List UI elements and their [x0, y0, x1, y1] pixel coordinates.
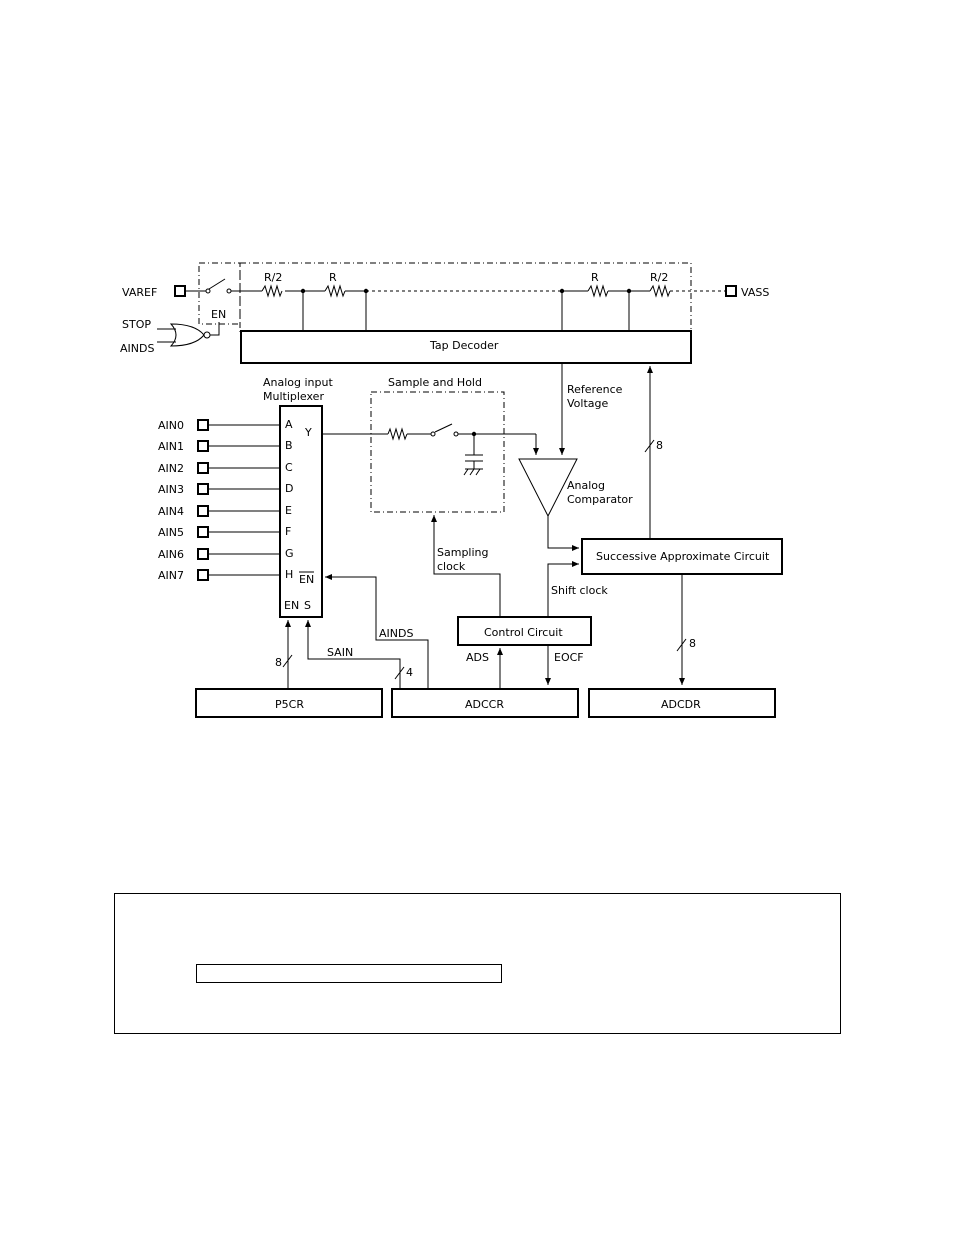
ain-pin: [197, 526, 209, 538]
mux-input-port: D: [285, 482, 293, 495]
vass-label: VASS: [741, 286, 769, 299]
mux-input-port: G: [285, 547, 294, 560]
ain-pin: [197, 462, 209, 474]
sampling-label-1: Sampling: [437, 546, 489, 559]
en-switch-label: EN: [211, 308, 226, 321]
ain-pin: [197, 483, 209, 495]
mux-y-port: Y: [304, 426, 312, 439]
mux-input-port: H: [285, 568, 293, 581]
resistor-r2-right-label: R/2: [650, 271, 668, 284]
varef-label: VAREF: [122, 286, 157, 299]
sample-hold-switch: [434, 423, 453, 433]
mux-input-port: F: [285, 525, 291, 538]
ain-row: AIN5 F: [158, 525, 291, 539]
ainds-gate-label: AINDS: [120, 342, 154, 355]
sain-label: SAIN: [327, 646, 353, 659]
ain-pin: [197, 505, 209, 517]
bus-width-tap: 8: [656, 439, 663, 452]
resistor-r2-left-label: R/2: [264, 271, 282, 284]
mux-input-port: E: [285, 504, 292, 517]
resistor-r-right: [587, 284, 609, 298]
resistor-r-left-label: R: [329, 271, 337, 284]
reference-label-2: Voltage: [567, 397, 608, 410]
ain-label: AIN5: [158, 526, 184, 539]
ain-row: AIN2 C: [158, 461, 293, 475]
mux-en-port: EN: [284, 599, 299, 612]
varef-pin: [174, 285, 186, 297]
shift-clock-label: Shift clock: [551, 584, 608, 597]
ads-label: ADS: [466, 651, 489, 664]
resistor-ladder-frame: [239, 262, 692, 333]
varef-switch-contact: [205, 288, 211, 294]
sample-hold-resistor: [387, 427, 408, 441]
ain-label: AIN0: [158, 419, 184, 432]
ain-label: AIN6: [158, 548, 184, 561]
adcdr-box: [588, 688, 776, 718]
mux-title-1: Analog input: [263, 376, 333, 389]
ain-label: AIN2: [158, 462, 184, 475]
p5cr-label: P5CR: [275, 698, 304, 711]
resistor-r2-right: [649, 284, 671, 298]
varef-switch-blade: [208, 278, 226, 290]
stop-label: STOP: [122, 318, 151, 331]
eocf-label: EOCF: [554, 651, 584, 664]
adccr-box: [391, 688, 579, 718]
mux-input-port: C: [285, 461, 293, 474]
ain-label: AIN3: [158, 483, 184, 496]
comparator-label-1: Analog: [567, 479, 605, 492]
mux-title-2: Multiplexer: [263, 390, 324, 403]
adccr-label: ADCCR: [465, 698, 504, 711]
note-field: [196, 964, 502, 983]
ain-label: AIN1: [158, 440, 184, 453]
resistor-r2-left: [261, 284, 283, 298]
sampling-label-2: clock: [437, 560, 466, 573]
ain-pin: [197, 419, 209, 431]
ain-row: AIN0 A: [158, 418, 293, 432]
ain-row: AIN6 G: [158, 547, 294, 561]
vass-pin: [725, 285, 737, 297]
bus-width-adcdr: 8: [689, 637, 696, 650]
resistor-r-right-label: R: [591, 271, 599, 284]
ain-label: AIN4: [158, 505, 184, 518]
control-circuit-label: Control Circuit: [484, 626, 563, 639]
comparator-label-2: Comparator: [567, 493, 633, 506]
nor-gate: [169, 323, 205, 347]
reference-label-1: Reference: [567, 383, 623, 396]
ain-label: AIN7: [158, 569, 184, 582]
ain-pin: [197, 569, 209, 581]
ain-row: AIN7 H: [158, 568, 293, 582]
ain-row: AIN3 D: [158, 482, 293, 496]
mux-en-bar-port: EN: [299, 573, 314, 586]
analog-comparator: [518, 458, 578, 518]
p5cr-box: [195, 688, 383, 718]
mux-box: [279, 405, 323, 618]
ainds-signal-label: AINDS: [379, 627, 413, 640]
resistor-r-left: [324, 284, 346, 298]
note-box: [114, 893, 841, 1034]
successive-approx-label: Successive Approximate Circuit: [596, 550, 770, 563]
analog-inputs: AIN0 A AIN1 B AIN2 C AIN3 D AIN4 E: [158, 418, 294, 582]
sample-hold-title: Sample and Hold: [388, 376, 482, 389]
sample-hold-frame: [370, 391, 505, 513]
control-circuit-box: [457, 616, 592, 646]
bus-width-sain: 4: [406, 666, 413, 679]
tap-decoder-label: Tap Decoder: [429, 339, 499, 352]
tap-decoder-box: [240, 330, 692, 364]
bus-width-p5cr: 8: [275, 656, 282, 669]
mux-s-port: S: [304, 599, 311, 612]
ain-row: AIN1 B: [158, 439, 293, 453]
mux-input-port: B: [285, 439, 293, 452]
ain-row: AIN4 E: [158, 504, 292, 518]
mux-input-port: A: [285, 418, 293, 431]
ain-pin: [197, 548, 209, 560]
successive-approx-box: [581, 538, 783, 575]
adcdr-label: ADCDR: [661, 698, 701, 711]
ain-pin: [197, 440, 209, 452]
